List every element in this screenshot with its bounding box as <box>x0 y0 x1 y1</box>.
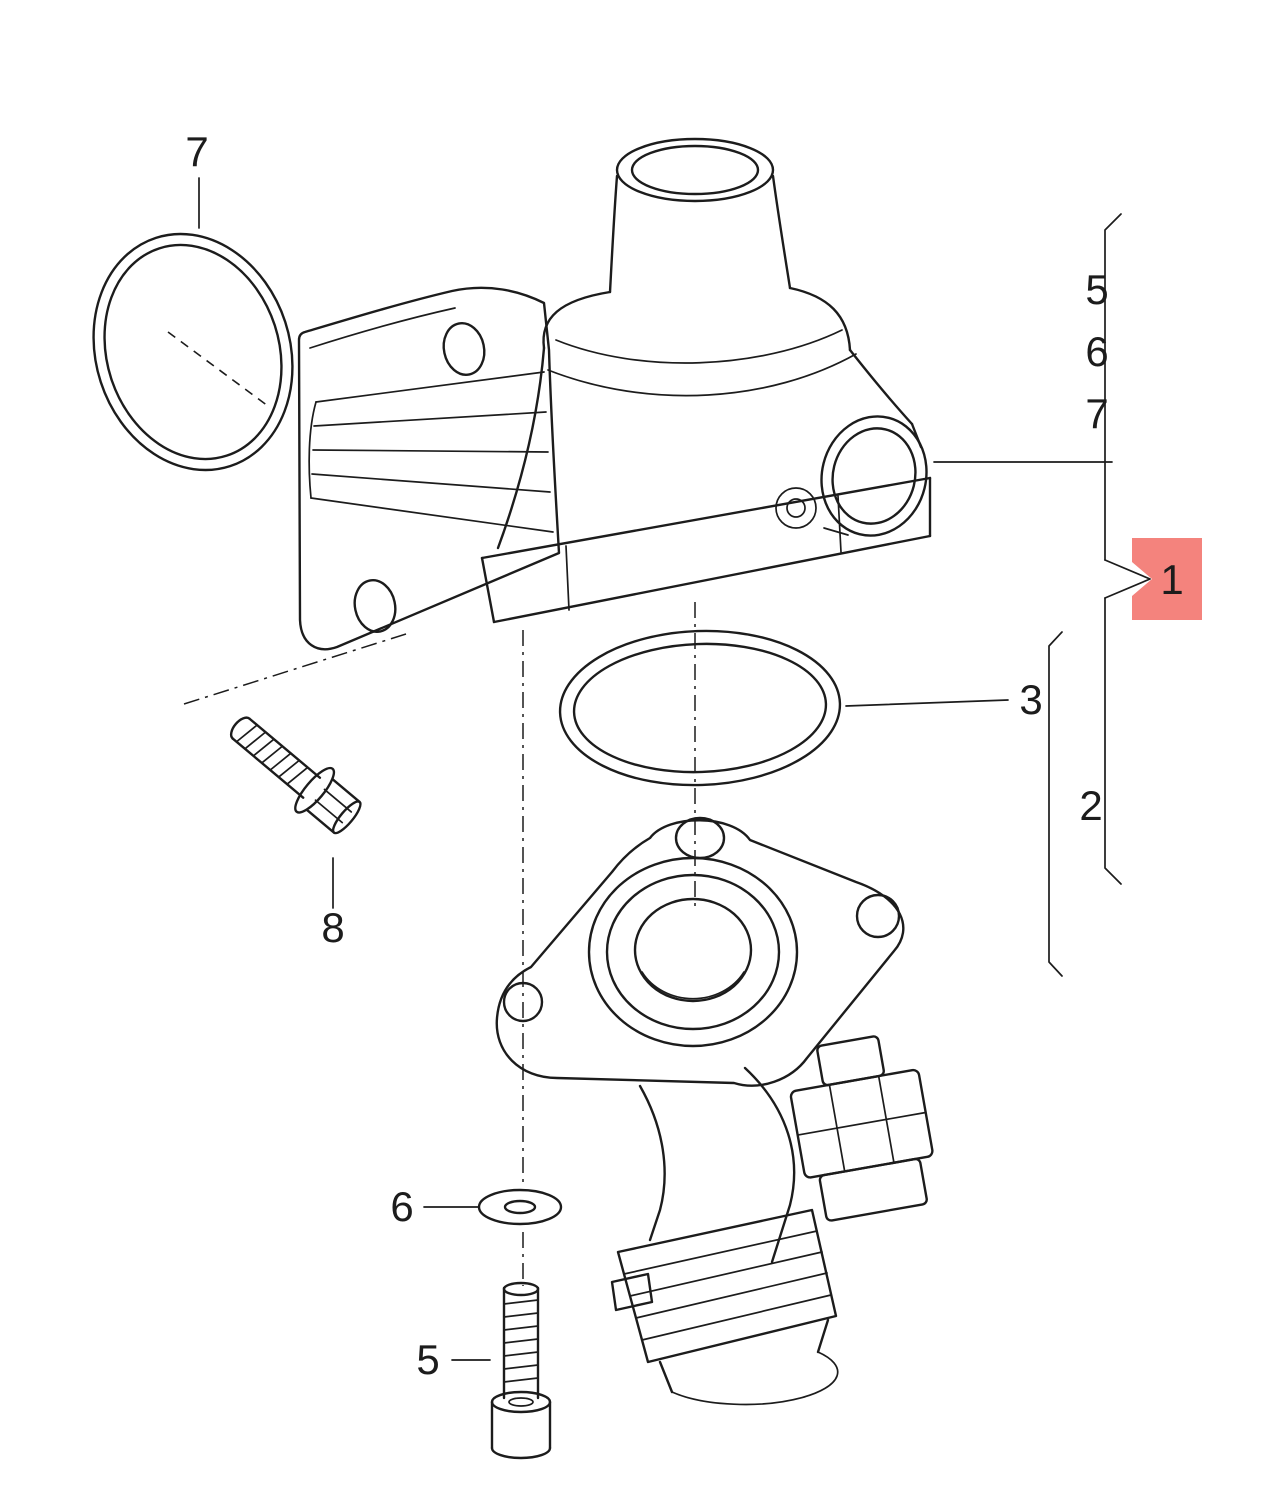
mounting-bracket <box>297 286 561 651</box>
callout-7-right[interactable]: 7 <box>1085 390 1108 437</box>
thermostat-housing <box>480 137 932 624</box>
o-ring-large <box>92 232 294 472</box>
hose-clamp <box>610 1208 839 1406</box>
callout-5-right[interactable]: 5 <box>1085 266 1108 313</box>
callout-3[interactable]: 3 <box>1019 676 1042 723</box>
bolt-axis-line <box>183 633 407 705</box>
assembly-brace <box>1104 213 1122 885</box>
highlight-tag[interactable] <box>1132 538 1202 620</box>
callout-8[interactable]: 8 <box>321 904 344 951</box>
callout-7-top[interactable]: 7 <box>185 128 208 175</box>
group-brace-2 <box>1048 631 1063 977</box>
callout-6-bottom[interactable]: 6 <box>390 1183 413 1230</box>
dashed-leader-7-top <box>167 331 269 407</box>
temperature-sensor-connector <box>789 1035 934 1222</box>
highlighted-callout-1[interactable]: 1 <box>1132 538 1202 620</box>
o-ring-seal <box>558 629 842 787</box>
callout-5-bottom[interactable]: 5 <box>416 1336 439 1383</box>
coolant-flange <box>495 816 905 1264</box>
callout-1[interactable]: 1 <box>1160 556 1183 603</box>
callout-2[interactable]: 2 <box>1079 782 1102 829</box>
hex-flange-bolt <box>229 716 362 835</box>
leader-line-3 <box>845 699 1009 707</box>
callout-6-right[interactable]: 6 <box>1085 328 1108 375</box>
washer <box>477 1188 563 1226</box>
assembly-brace-pointer <box>1104 559 1151 599</box>
socket-head-bolt <box>490 1281 552 1460</box>
